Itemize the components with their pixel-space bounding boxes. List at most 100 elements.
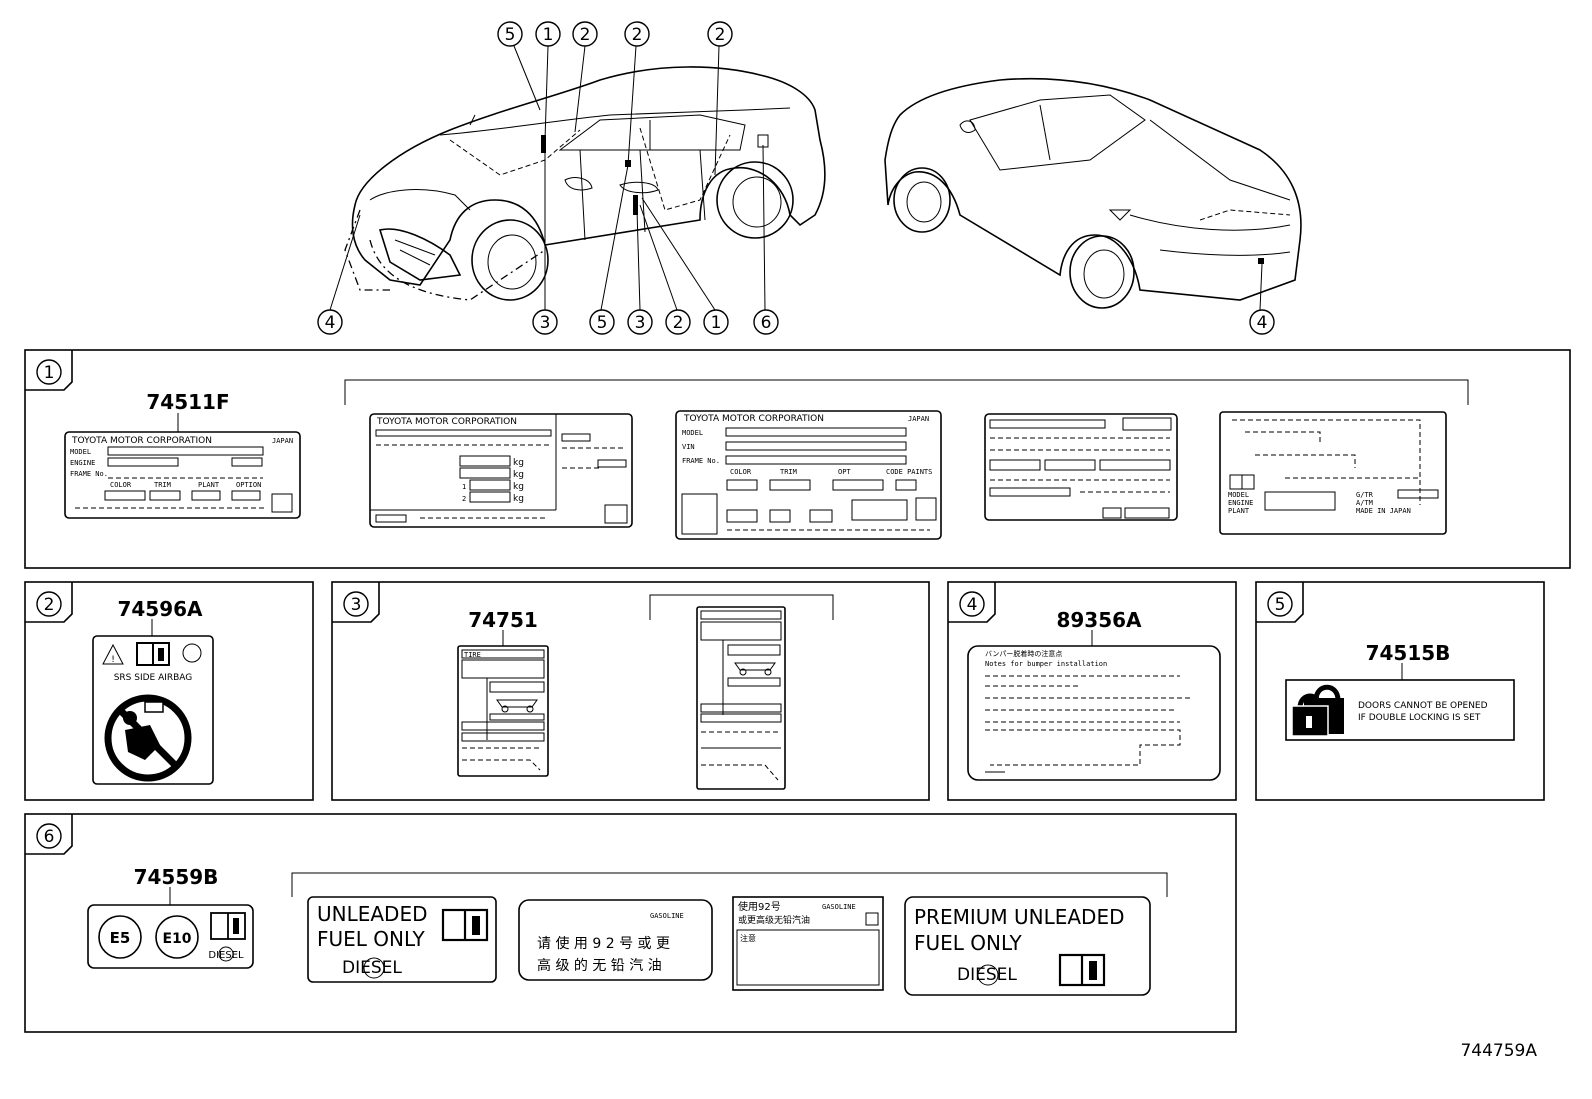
diesel-crossed: DIESEL: [208, 950, 244, 961]
car-front-left-view: [344, 66, 826, 301]
label-maker: TOYOTA MOTOR CORPORATION: [376, 417, 517, 427]
manual-book-icon: [136, 642, 170, 666]
section-number: 2: [44, 595, 55, 615]
callout-number: 1: [543, 25, 554, 45]
unit-kg: kg: [513, 470, 524, 480]
vin-label-e: MODEL ENGINE PLANT G/TR A/TM MADE IN JAP…: [1219, 411, 1447, 535]
row-label: MODEL: [1228, 491, 1249, 499]
vin-label-d: [984, 413, 1178, 521]
row-label: ENGINE: [70, 459, 95, 467]
e10-badge: E10: [162, 931, 191, 947]
unit-kg: kg: [513, 494, 524, 504]
unleaded-line2: FUEL ONLY: [317, 927, 425, 951]
padlock-icon: [1291, 684, 1344, 737]
tire-label-a: TIRE: [457, 645, 549, 777]
callout-number: 4: [325, 313, 336, 333]
part-number: 74515B: [1366, 641, 1451, 665]
callouts-top: 5 1 2 2 2: [497, 21, 733, 47]
car-rear-right-view: [884, 77, 1302, 309]
vin-label-c: TOYOTA MOTOR CORPORATION JAPAN MODEL VIN…: [675, 410, 942, 540]
row-label: FRAME No.: [682, 457, 720, 465]
section-2-airbag-label: 2 74596A ! SRS SIDE AIRBAG: [24, 581, 314, 801]
section-5-double-lock-label: 5 74515B DOORS CANNOT BE OPENED IF DOUBL…: [1255, 581, 1545, 801]
no-lean-on-door-icon: [104, 694, 192, 782]
callout-number: 5: [597, 313, 608, 333]
vin-label-a: TOYOTA MOTOR CORPORATION JAPAN MODEL ENG…: [64, 431, 301, 519]
unit-kg: kg: [513, 458, 524, 468]
indicator-circle-icon: [182, 643, 202, 663]
diesel-crossed: DIESEL: [342, 958, 402, 978]
manual-book-icon: [210, 912, 246, 940]
warning-triangle-icon: [102, 643, 124, 665]
gasoline-92-boxed-label: 使用92号 GASOLINE 或更高级无铅汽油 注意: [732, 896, 884, 991]
callout-number: 1: [711, 313, 722, 333]
prohibited-icon: [218, 946, 234, 962]
diesel-crossed: DIESEL: [957, 965, 1017, 985]
col-label: COLOR: [110, 481, 132, 489]
exclamation-icon: !: [111, 655, 115, 665]
section-number: 6: [44, 827, 55, 847]
tire-heading: TIRE: [464, 651, 481, 659]
label-country: JAPAN: [908, 415, 929, 423]
col-label: PLANT: [198, 481, 220, 489]
callouts-bottom: 4 3 5 3 2 1 6 4: [317, 309, 1275, 335]
axle-number: 1: [462, 483, 466, 491]
callout-number: 2: [673, 313, 684, 333]
callout-number: 2: [715, 25, 726, 45]
section-6-fuel-labels: 6 74559B E5 E10 DIESEL UNLEADED FUEL ONL…: [24, 813, 1237, 1033]
premium-line2: FUEL ONLY: [914, 931, 1022, 955]
premium-unleaded-label: PREMIUM UNLEADED FUEL ONLY DIESEL: [904, 896, 1151, 996]
airbag-caption: SRS SIDE AIRBAG: [114, 673, 193, 683]
section-number: 5: [1275, 595, 1286, 615]
col-label: COLOR: [730, 468, 752, 476]
part-number: 74559B: [134, 865, 219, 889]
boxed-line2: 或更高级无铅汽油: [738, 914, 810, 926]
callout-number: 6: [761, 313, 772, 333]
section-number: 3: [351, 595, 362, 615]
part-number: 74511F: [146, 390, 229, 414]
right-label: A/TM: [1356, 499, 1373, 507]
callout-number: 4: [1257, 313, 1268, 333]
cn-instruction-line2: 高 级 的 无 铅 汽 油: [537, 957, 662, 974]
callout-number: 3: [540, 313, 551, 333]
manual-book-icon: [441, 908, 489, 942]
bumper-heading-jp: バンパー脱着時の注意点: [985, 649, 1062, 658]
axle-number: 2: [462, 495, 466, 503]
unleaded-fuel-label: UNLEADED FUEL ONLY DIESEL: [307, 896, 497, 983]
callout-number: 2: [580, 25, 591, 45]
diagram-id: 744759A: [1460, 1041, 1537, 1061]
label-maker: TOYOTA MOTOR CORPORATION: [71, 436, 212, 446]
made-in-japan: MADE IN JAPAN: [1356, 507, 1411, 515]
cn-instruction-line1: 请 使 用 9 2 号 或 更: [537, 935, 670, 952]
vin-label-b: TOYOTA MOTOR CORPORATION kg kg kg kg 1 2: [369, 413, 633, 528]
boxed-note: 注意: [740, 933, 756, 943]
section-number: 4: [967, 595, 978, 615]
callout-number: 3: [635, 313, 646, 333]
section-1-vin-labels: 1 74511F TOYOTA MOTOR CORPORATION JAPAN …: [24, 349, 1571, 569]
prohibited-icon: [977, 964, 999, 986]
unit-kg: kg: [513, 482, 524, 492]
section-3-tire-labels: 3 74751 TIRE: [331, 581, 930, 801]
right-label: G/TR: [1356, 491, 1374, 499]
row-label: ENGINE: [1228, 499, 1253, 507]
row-label: MODEL: [70, 448, 91, 456]
row-label: VIN: [682, 443, 695, 451]
col-label: CODE PAINTS: [886, 468, 932, 476]
callout-number: 5: [505, 25, 516, 45]
col-label: OPT: [838, 468, 851, 476]
manual-book-icon: [1058, 953, 1106, 987]
unleaded-line1: UNLEADED: [317, 902, 428, 926]
gasoline-tag: GASOLINE: [650, 912, 684, 920]
label-country: JAPAN: [272, 437, 293, 445]
part-number: 89356A: [1056, 608, 1142, 632]
section-4-bumper-label: 4 89356A バンパー脱着時の注意点 Notes for bumper in…: [947, 581, 1237, 801]
tire-label-b: [696, 606, 786, 790]
label-maker: TOYOTA MOTOR CORPORATION: [683, 414, 824, 424]
row-label: MODEL: [682, 429, 703, 437]
gasoline-92-cn-label: GASOLINE 请 使 用 9 2 号 或 更 高 级 的 无 铅 汽 油: [518, 899, 713, 981]
lock-warning-line1: DOORS CANNOT BE OPENED: [1358, 701, 1488, 711]
boxed-line1: 使用92号: [738, 900, 781, 913]
callout-leaders: [329, 45, 1263, 311]
gasoline-tag: GASOLINE: [822, 903, 856, 911]
